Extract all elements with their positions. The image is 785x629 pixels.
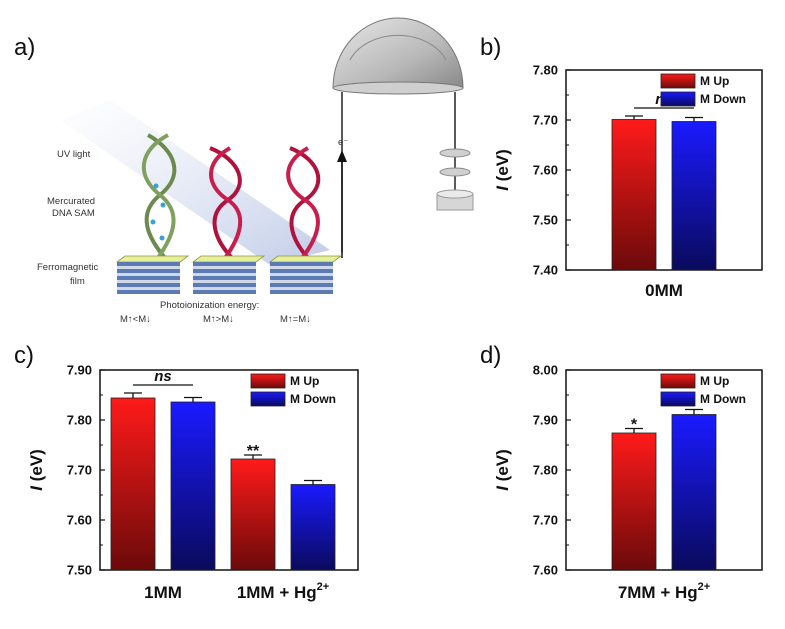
legend-label-up: M Up [290,374,319,388]
y-tick-label: 7.80 [533,63,558,78]
condition-label-3: M↑=M↓ [280,314,311,325]
y-axis-symbol: I [493,481,512,490]
legend-swatch-down [660,91,696,107]
electron-label: e⁻ [338,137,348,148]
dna-strand-mercurated [141,133,177,260]
ferromagnetic-film-3 [268,255,343,294]
panel-label-a: a) [14,34,35,61]
chart-panel-b: 7.407.507.607.707.80I (eV)0MMnsM UpM Dow… [493,63,763,300]
bar-m-up [611,119,657,271]
condition-label-1: M↑<M↓ [120,314,151,325]
bar-m-down [671,414,717,571]
legend-label-down: M Down [700,92,746,106]
chart-panel-d: 7.607.707.807.908.00I (eV)7MM + Hg2+*M U… [493,363,763,602]
bar-m-up [611,432,657,571]
category-label: 1MM [144,583,182,602]
y-axis-unit: (eV) [493,449,512,481]
category-name: 1MM [144,583,182,602]
electron-arrow-head [337,150,347,162]
panel-label-b: b) [480,34,501,61]
uv-beam [60,100,330,265]
y-tick-label: 7.70 [533,513,558,528]
y-axis-label: I (eV) [493,149,512,191]
dna-strand-3 [286,146,321,260]
legend-label-up: M Up [700,374,729,388]
ferromagnetic-film-1 [115,255,190,294]
y-tick-label: 7.70 [67,463,92,478]
y-tick-label: 7.50 [533,213,558,228]
y-tick-label: 8.00 [533,363,558,378]
y-axis-label: I (eV) [493,449,512,491]
sam-label-line2: DNA SAM [52,208,95,219]
category-superscript: 2+ [317,581,330,593]
y-tick-label: 7.60 [533,163,558,178]
significance-label: ns [154,368,172,385]
category-label: 7MM + Hg2+ [618,581,710,602]
ferromagnetic-film-2 [191,255,266,294]
category-name: 1MM + Hg [237,583,317,602]
significance-stars: * [631,417,638,434]
legend-label-up: M Up [700,74,729,88]
bar-m-down [290,484,336,571]
y-tick-label: 7.80 [533,463,558,478]
photoionization-energy-label: Photoionization energy: [160,300,259,311]
y-tick-label: 7.90 [67,363,92,378]
dna-strand-2 [209,146,243,260]
bar-m-up [230,458,276,571]
bar-m-down [170,401,216,571]
legend-label-down: M Down [700,392,746,406]
category-superscript: 2+ [698,581,711,593]
y-axis-symbol: I [27,481,46,490]
bar-m-up [110,397,156,571]
panel-label-c: c) [14,342,34,369]
y-tick-label: 7.50 [67,563,92,578]
film-label-line2: film [70,276,85,287]
schematic-panel-a: e⁻ [37,17,474,325]
legend-swatch-down [660,391,696,407]
panel-label-d: d) [480,342,501,369]
y-axis-unit: (eV) [493,149,512,181]
legend-label-down: M Down [290,392,336,406]
photoionization-chamber [332,17,474,252]
category-name: 7MM + Hg [618,583,698,602]
category-label: 1MM + Hg2+ [237,581,329,602]
film-label-line1: Ferromagnetic [37,262,98,273]
uv-light-label: UV light [57,149,91,160]
y-tick-label: 7.70 [533,113,558,128]
bar-m-down [671,121,717,271]
y-tick-label: 7.90 [533,413,558,428]
y-tick-label: 7.60 [533,563,558,578]
significance-stars: ** [247,443,260,460]
category-name: 0MM [645,281,683,300]
category-label: 0MM [645,281,683,300]
y-axis-label: I (eV) [27,449,46,491]
condition-label-2: M↑>M↓ [203,314,234,325]
legend-swatch-down [250,391,286,407]
y-axis-symbol: I [493,181,512,190]
y-tick-label: 7.60 [67,513,92,528]
y-tick-label: 7.80 [67,413,92,428]
legend-swatch-up [250,373,286,389]
sam-label-line1: Mercurated [47,196,95,207]
y-axis-unit: (eV) [27,449,46,481]
legend-swatch-up [660,373,696,389]
y-tick-label: 7.40 [533,263,558,278]
legend-swatch-up [660,73,696,89]
